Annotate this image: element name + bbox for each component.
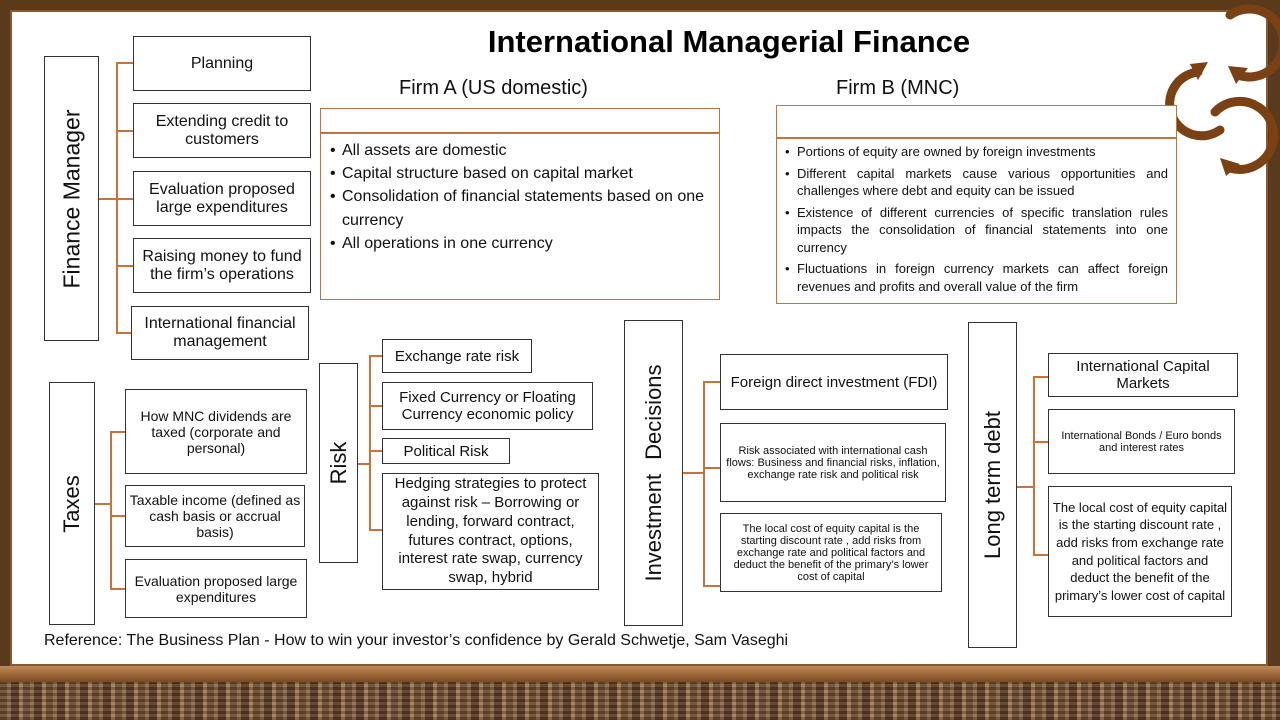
connector <box>703 381 720 383</box>
connector <box>116 62 133 64</box>
connector <box>369 355 371 530</box>
inv-item-cost-of-equity: The local cost of equity capital is the … <box>720 513 942 592</box>
risk-item-hedging: Hedging strategies to protect against ri… <box>382 473 599 590</box>
firm-b-bullet: Portions of equity are owned by foreign … <box>785 143 1168 161</box>
connector <box>110 431 112 590</box>
connector <box>116 62 118 333</box>
fm-item-credit: Extending credit to customers <box>133 103 311 158</box>
inv-item-fdi: Foreign direct investment (FDI) <box>720 354 948 410</box>
connector <box>110 515 125 517</box>
connector <box>1033 554 1048 556</box>
connector <box>369 529 382 531</box>
firm-b-heading: Firm B (MNC) <box>836 77 960 99</box>
connector <box>116 130 133 132</box>
connector <box>1017 486 1034 488</box>
risk-label: Risk <box>319 363 358 563</box>
connector <box>358 463 370 465</box>
firm-b-header-bar <box>776 105 1177 138</box>
fm-item-planning: Planning <box>133 36 311 91</box>
firm-b-bullet: Fluctuations in foreign currency markets… <box>785 260 1168 295</box>
inv-item-cash-flow-risk: Risk associated with international cash … <box>720 423 946 502</box>
connector <box>116 198 133 200</box>
firm-a-header-bar <box>320 108 720 133</box>
risk-item-exchange-rate: Exchange rate risk <box>382 339 532 373</box>
firm-a-bullet: Capital structure based on capital marke… <box>330 162 715 185</box>
connector <box>369 450 382 452</box>
connector <box>369 355 382 357</box>
connector <box>110 431 125 433</box>
page-title: International Managerial Finance <box>487 24 971 59</box>
ltd-item-capital-markets: International Capital Markets <box>1048 353 1238 397</box>
connector <box>683 472 704 474</box>
firm-a-bullet: All operations in one currency <box>330 232 715 255</box>
firm-a-bullet: All assets are domestic <box>330 139 715 162</box>
connector <box>369 405 382 407</box>
firm-b-bullet: Existence of different currencies of spe… <box>785 204 1168 257</box>
finance-manager-label: Finance Manager <box>44 56 99 341</box>
connector <box>1033 376 1035 555</box>
risk-item-currency-policy: Fixed Currency or Floating Currency econ… <box>382 382 593 430</box>
connector <box>1033 441 1048 443</box>
connector <box>703 585 720 587</box>
taxes-item-expenditures: Evaluation proposed large expenditures <box>125 559 307 618</box>
connector <box>110 588 125 590</box>
risk-item-political: Political Risk <box>382 438 510 464</box>
ltd-item-bonds: International Bonds / Euro bonds and int… <box>1048 409 1235 474</box>
reference-text: Reference: The Business Plan - How to wi… <box>44 632 789 649</box>
connector <box>116 265 133 267</box>
wood-floor <box>0 682 1280 720</box>
fm-item-expenditures: Evaluation proposed large expenditures <box>133 171 311 226</box>
ltd-item-cost-of-equity: The local cost of equity capital is the … <box>1048 486 1232 617</box>
fm-item-raising-money: Raising money to fund the firm’s operati… <box>133 238 311 293</box>
board-ledge <box>0 666 1280 682</box>
taxes-item-taxable-income: Taxable income (defined as cash basis or… <box>125 485 305 547</box>
firm-a-heading: Firm A (US domestic) <box>399 77 588 99</box>
taxes-item-dividends: How MNC dividends are taxed (corporate a… <box>125 389 307 474</box>
connector <box>703 467 720 469</box>
frame-top <box>0 0 1280 10</box>
firm-a-bullet: Consolidation of financial statements ba… <box>330 185 715 231</box>
connector <box>703 381 705 586</box>
firm-b-list: Portions of equity are owned by foreign … <box>785 143 1168 299</box>
investment-decisions-label: Investment Decisions <box>624 320 683 626</box>
taxes-label: Taxes <box>49 382 95 625</box>
connector <box>116 332 131 334</box>
connector <box>1033 376 1048 378</box>
firm-b-bullet: Different capital markets cause various … <box>785 165 1168 200</box>
connector <box>99 198 117 200</box>
long-term-debt-label: Long term debt <box>968 322 1017 648</box>
firm-a-list: All assets are domestic Capital structur… <box>330 139 715 255</box>
fm-item-international: International financial management <box>131 306 309 360</box>
connector <box>95 503 111 505</box>
